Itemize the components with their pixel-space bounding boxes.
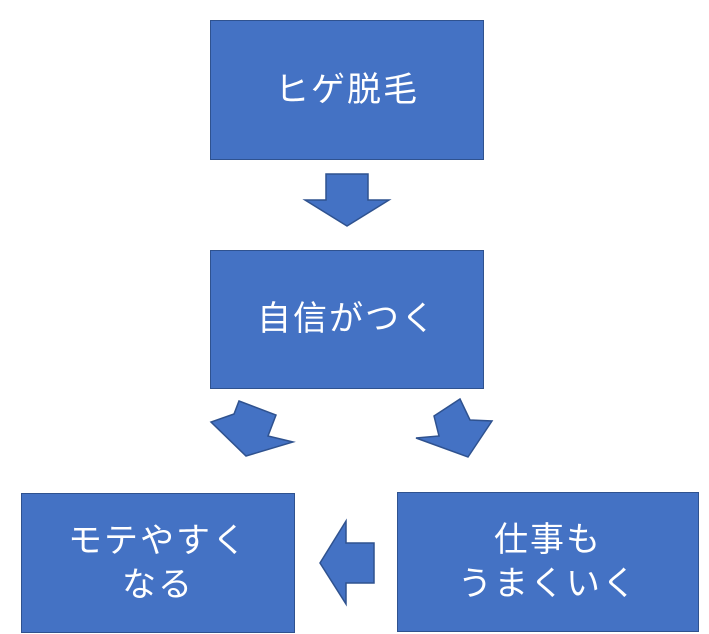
node-label-line-1: モテやすく <box>68 520 248 561</box>
arrow-down-left-icon <box>209 400 296 457</box>
node-hige-datsumou: ヒゲ脱毛 <box>210 20 484 160</box>
node-label-line-2: うまくいく <box>458 564 638 604</box>
node-shigoto-mo-umaku-iku: 仕事も うまくいく <box>397 492 699 632</box>
node-label-group: 仕事も うまくいく <box>458 518 638 606</box>
node-label-line-1: 仕事も <box>494 519 602 560</box>
node-label-line-2: なる <box>122 565 194 605</box>
arrow-down-right-icon <box>415 397 494 458</box>
node-label-group: モテやすく なる <box>68 519 248 607</box>
node-label: ヒゲ脱毛 <box>275 69 419 110</box>
node-jishin-ga-tsuku: 自信がつく <box>210 250 484 389</box>
arrow-left-icon <box>319 518 375 607</box>
node-mote-yasuku-naru: モテやすく なる <box>21 493 295 633</box>
arrow-down-icon <box>302 173 392 227</box>
node-label: 自信がつく <box>257 299 437 340</box>
